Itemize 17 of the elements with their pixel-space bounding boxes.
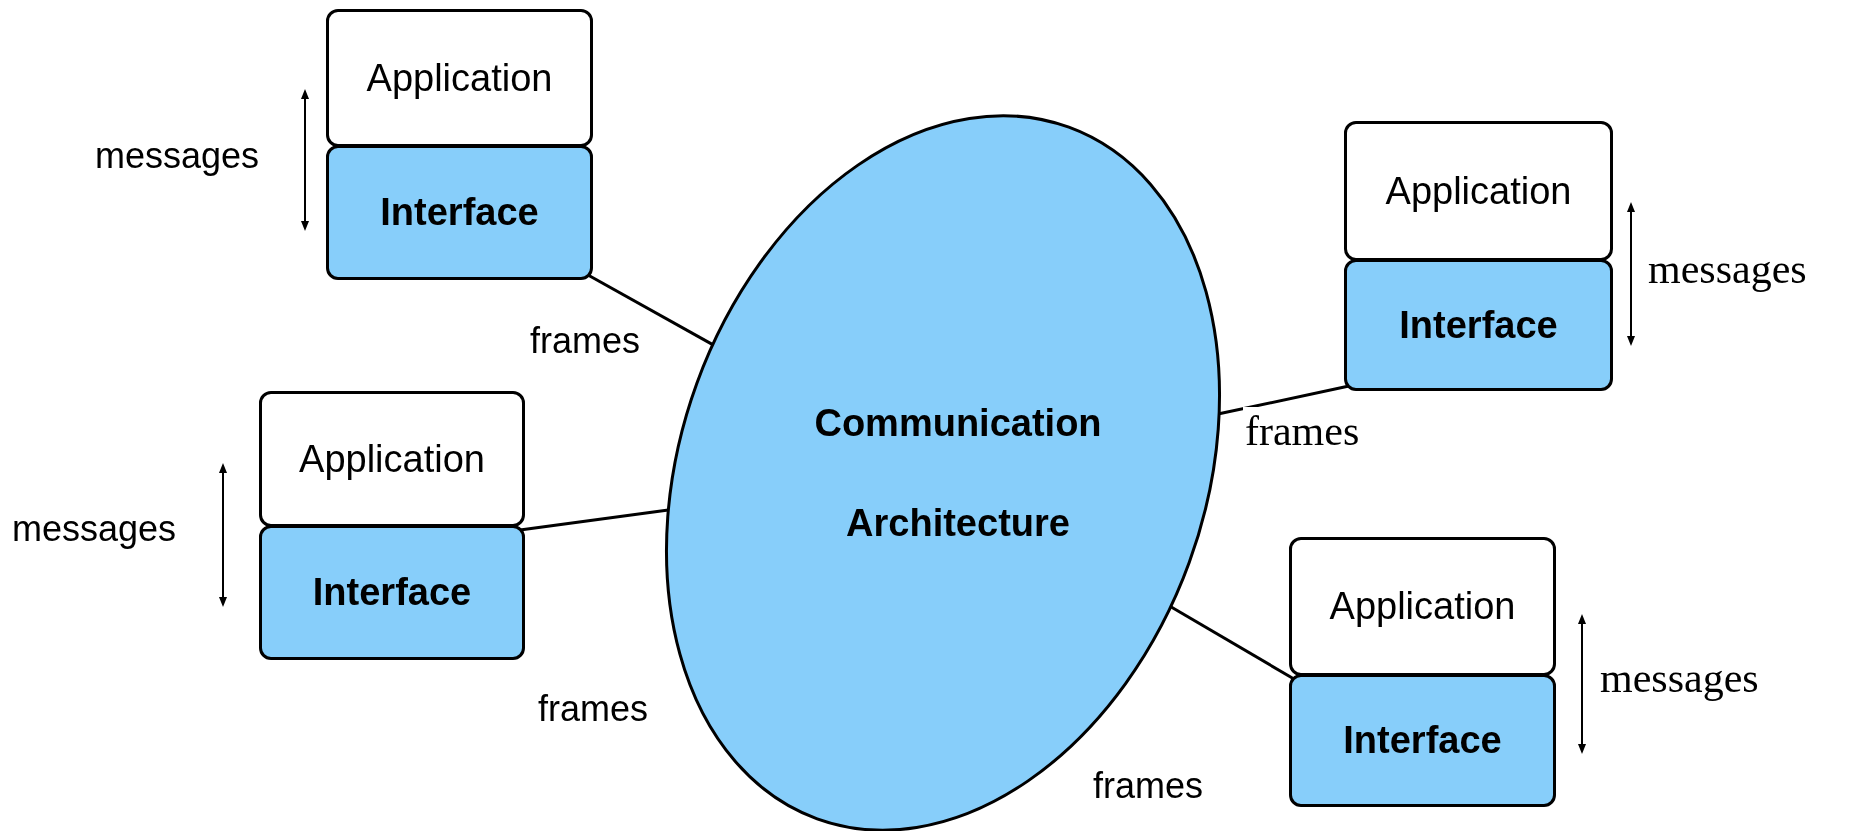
application-box: Application bbox=[259, 391, 525, 527]
connector-line bbox=[1218, 384, 1350, 416]
connector-line bbox=[587, 273, 714, 346]
ellipse-title: Communication Architecture bbox=[813, 401, 1103, 546]
interface-box: Interface bbox=[1289, 674, 1556, 807]
application-box: Application bbox=[1289, 537, 1556, 676]
flow-label: messages bbox=[1600, 654, 1759, 702]
flow-label: messages bbox=[95, 135, 260, 177]
connector-line bbox=[519, 508, 669, 532]
application-box: Application bbox=[1344, 121, 1613, 261]
connector-line bbox=[1170, 605, 1295, 681]
interface-box: Interface bbox=[1344, 259, 1613, 391]
flow-label: messages bbox=[1648, 245, 1807, 293]
interface-box: Interface bbox=[259, 525, 525, 660]
flow-label: messages bbox=[12, 508, 177, 550]
interface-box: Interface bbox=[326, 145, 593, 280]
application-box: Application bbox=[326, 9, 593, 147]
